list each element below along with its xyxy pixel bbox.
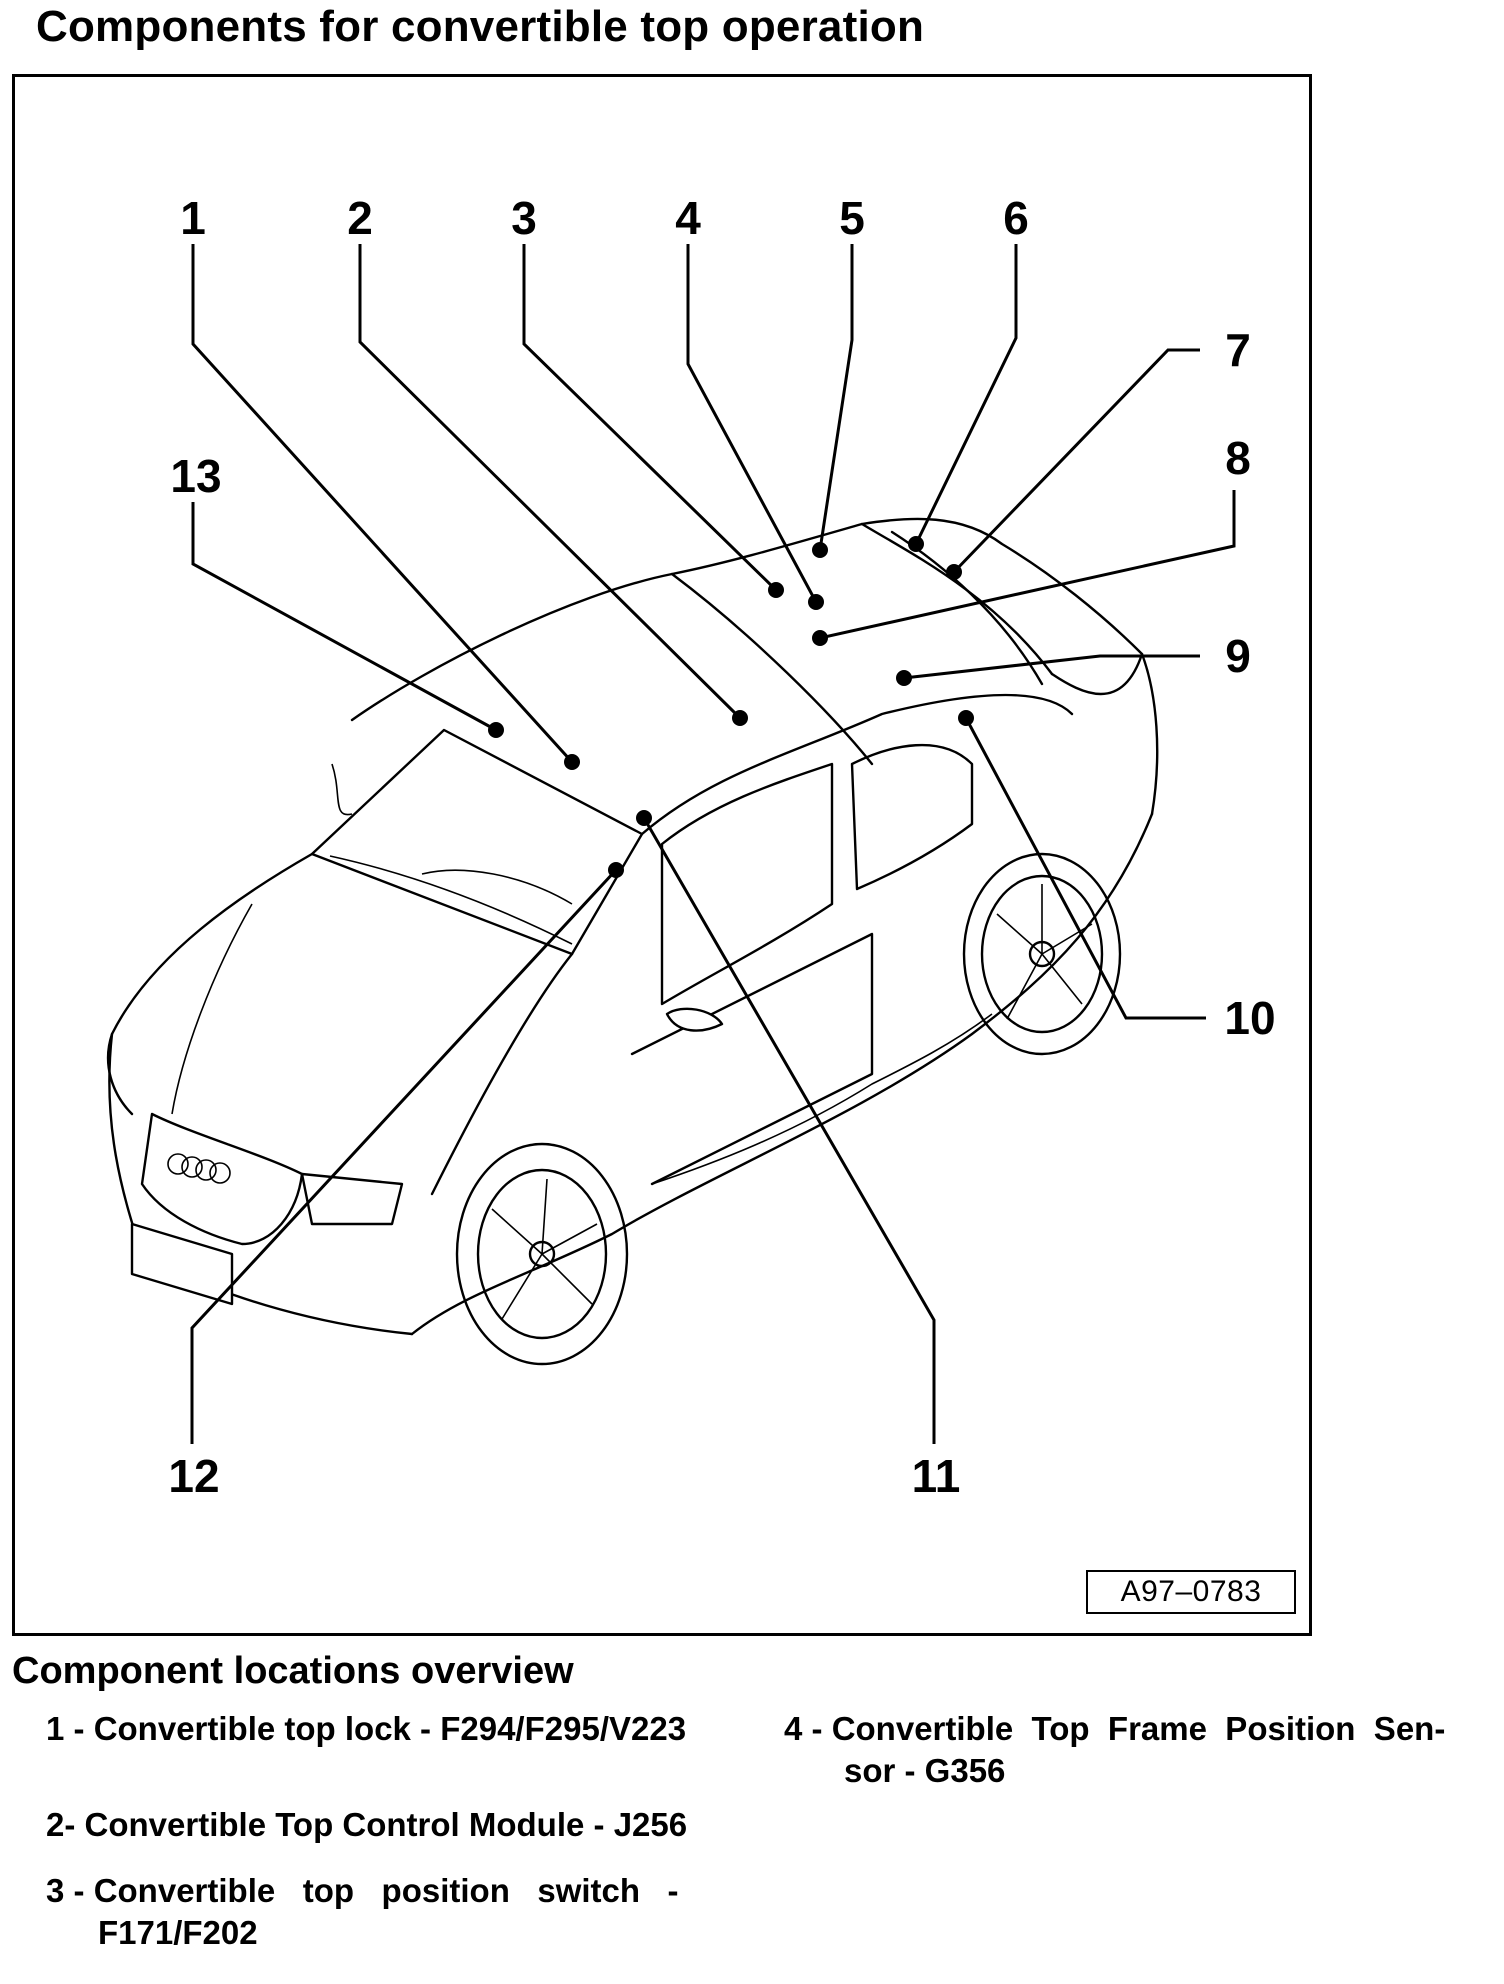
legend-number: 4 -: [784, 1710, 823, 1747]
legend-text: Convertible Top Frame Position Sen-: [831, 1710, 1446, 1747]
legend-number: 3 -: [46, 1872, 85, 1909]
legend-item-1: 1 - Convertible top lock - F294/F295/V22…: [46, 1708, 686, 1750]
callout-2: 2: [347, 192, 373, 244]
callout-5: 5: [839, 192, 865, 244]
callout-8: 8: [1225, 432, 1251, 484]
leader-lines: [190, 244, 1236, 1444]
car-component-diagram: 1 2 3 4 5 6 7 8 9 10 11 12 13: [106, 192, 1276, 1502]
legend-text: Convertible top lock - F294/F295/V223: [93, 1710, 687, 1747]
callout-3: 3: [511, 192, 537, 244]
front-wheel: [455, 1142, 629, 1366]
callout-numbers: 1 2 3 4 5 6 7 8 9 10 11 12 13: [168, 192, 1275, 1502]
callout-7: 7: [1225, 324, 1251, 376]
location-dots: [488, 536, 974, 878]
legend-item-4: 4 - Convertible Top Frame Position Sen- …: [784, 1708, 1484, 1792]
callout-10: 10: [1224, 992, 1275, 1044]
legend-number: 1 -: [46, 1710, 85, 1747]
figure-reference: A97–0783: [1086, 1570, 1296, 1614]
page-title: Components for convertible top operation: [36, 2, 925, 51]
callout-12: 12: [168, 1450, 219, 1502]
audi-rings: [167, 1153, 231, 1184]
legend-item-3: 3 - Convertible top position switch - F1…: [46, 1870, 746, 1954]
section-heading: Component locations overview: [12, 1650, 574, 1692]
diagram-frame: [12, 74, 1312, 1636]
legend-text: Convertible Top Control Module - J256: [84, 1806, 688, 1843]
legend-item-2: 2- Convertible Top Control Module - J256: [46, 1804, 687, 1846]
callout-9: 9: [1225, 630, 1251, 682]
callout-4: 4: [675, 192, 701, 244]
callout-13: 13: [170, 450, 221, 502]
legend-text-continued: F171/F202: [98, 1914, 258, 1951]
legend-number: 2-: [46, 1806, 76, 1843]
legend-text-continued: sor - G356: [844, 1752, 1006, 1789]
callout-1: 1: [180, 192, 206, 244]
legend-text: Convertible top position switch -: [93, 1872, 679, 1909]
callout-11: 11: [912, 1450, 961, 1502]
rear-wheel: [962, 852, 1122, 1056]
car-illustration: [106, 517, 1159, 1366]
callout-6: 6: [1003, 192, 1029, 244]
